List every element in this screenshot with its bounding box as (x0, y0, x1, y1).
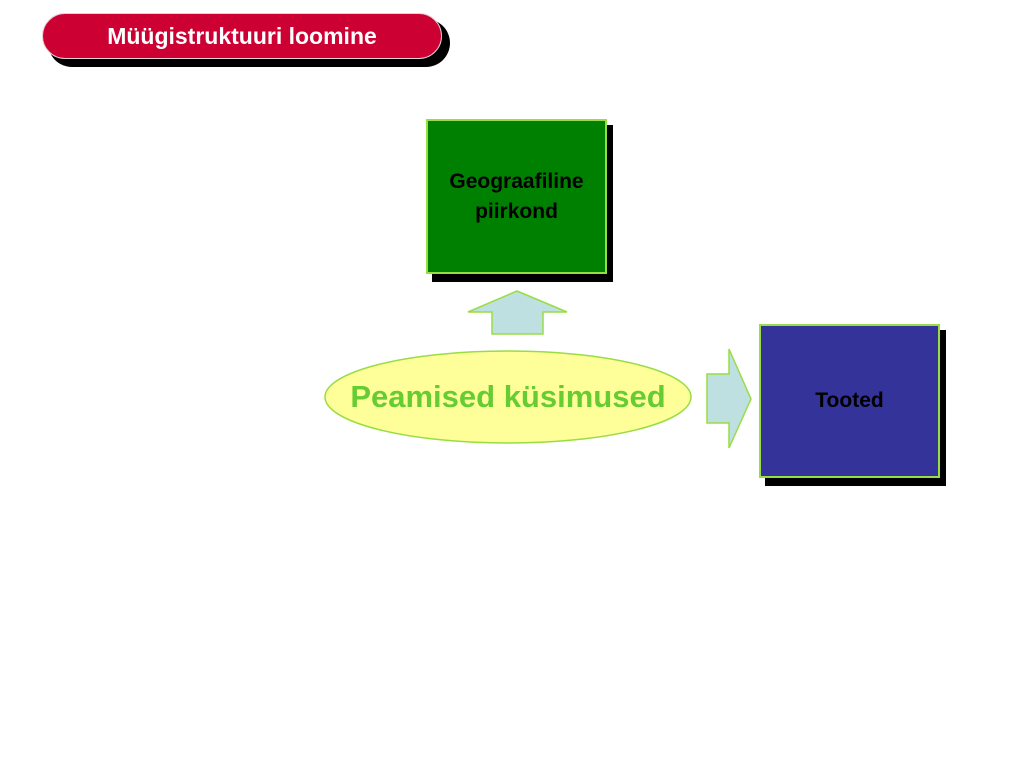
right-arrow (706, 348, 752, 449)
slide-title: Müügistruktuuri loomine (42, 13, 442, 59)
main-questions-label: Peamised küsimused (350, 379, 666, 414)
geographic-region-box: Geograafiline piirkond (426, 119, 607, 274)
products-box: Tooted (759, 324, 940, 478)
center-ellipse (324, 350, 692, 444)
geographic-region-label: Geograafiline piirkond (449, 170, 584, 223)
products-label: Tooted (815, 389, 884, 413)
up-arrow (467, 290, 568, 335)
